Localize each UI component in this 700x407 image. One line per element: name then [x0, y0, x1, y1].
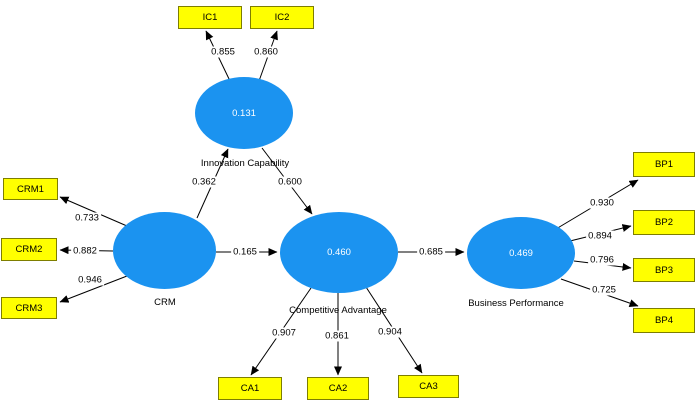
latent-innovation-capability-value: 0.131	[232, 107, 256, 119]
latent-business-performance[interactable]: 0.469	[467, 217, 575, 289]
loading-bp4: 0.725	[590, 284, 618, 296]
loading-crm1: 0.733	[73, 212, 101, 224]
loading-ca3: 0.904	[376, 326, 404, 338]
indicator-bp1[interactable]: BP1	[633, 152, 695, 177]
indicator-bp4-label: BP4	[655, 315, 673, 326]
latent-innovation-capability[interactable]: 0.131	[195, 77, 293, 149]
loading-ca2: 0.861	[323, 330, 351, 342]
path-coef-crm-ic: 0.362	[190, 176, 218, 188]
indicator-ca2[interactable]: CA2	[307, 377, 369, 400]
indicator-crm3-label: CRM3	[15, 302, 43, 314]
loading-bp2: 0.894	[586, 230, 614, 242]
latent-innovation-capability-label: Innovation Capability	[200, 158, 290, 169]
latent-competitive-advantage[interactable]: 0.460	[280, 212, 398, 293]
indicator-crm3[interactable]: CRM3	[1, 297, 57, 319]
indicator-bp3-label: BP3	[655, 264, 673, 276]
indicator-bp4[interactable]: BP4	[633, 308, 695, 333]
loading-crm2: 0.882	[71, 245, 99, 257]
indicator-ca3[interactable]: CA3	[398, 375, 459, 398]
indicator-ca3-label: CA3	[419, 381, 438, 392]
indicator-crm1-label: CRM1	[17, 183, 44, 195]
indicator-ca2-label: CA2	[328, 383, 348, 394]
indicator-crm1[interactable]: CRM1	[3, 178, 58, 200]
indicator-bp3[interactable]: BP3	[633, 258, 695, 282]
latent-competitive-advantage-label: Competitive Advantage	[289, 305, 387, 316]
latent-competitive-advantage-value: 0.460	[327, 247, 351, 258]
indicator-ic1[interactable]: IC1	[178, 6, 242, 29]
loading-crm3: 0.946	[76, 274, 104, 286]
indicator-bp1-label: BP1	[655, 159, 673, 170]
latent-crm[interactable]	[113, 212, 216, 289]
loading-ic2: 0.860	[252, 46, 280, 58]
arrow-crm-to-crm1	[59, 196, 128, 227]
path-coef-ca-bp: 0.685	[417, 246, 445, 258]
indicator-crm2[interactable]: CRM2	[1, 238, 57, 261]
indicator-crm2-label: CRM2	[15, 244, 43, 255]
loading-ic1: 0.855	[209, 46, 237, 58]
latent-business-performance-value: 0.469	[509, 247, 533, 259]
arrow-crm-to-crm3	[59, 275, 128, 303]
indicator-bp2[interactable]: BP2	[633, 210, 695, 235]
loading-ca1: 0.907	[270, 327, 298, 339]
indicator-ic2[interactable]: IC2	[250, 6, 314, 29]
indicator-bp2-label: BP2	[655, 217, 673, 228]
indicator-ca1[interactable]: CA1	[218, 377, 282, 400]
indicator-ca1-label: CA1	[240, 383, 260, 394]
indicator-ic1-label: IC1	[202, 12, 218, 23]
latent-crm-label: CRM	[154, 297, 176, 308]
indicator-ic2-label: IC2	[274, 12, 290, 23]
loading-bp1: 0.930	[588, 197, 616, 209]
path-coef-ic-ca: 0.600	[276, 176, 304, 188]
path-coef-crm-ca: 0.165	[231, 246, 259, 258]
latent-business-performance-label: Business Performance	[468, 298, 564, 309]
loading-bp3: 0.796	[588, 254, 616, 266]
